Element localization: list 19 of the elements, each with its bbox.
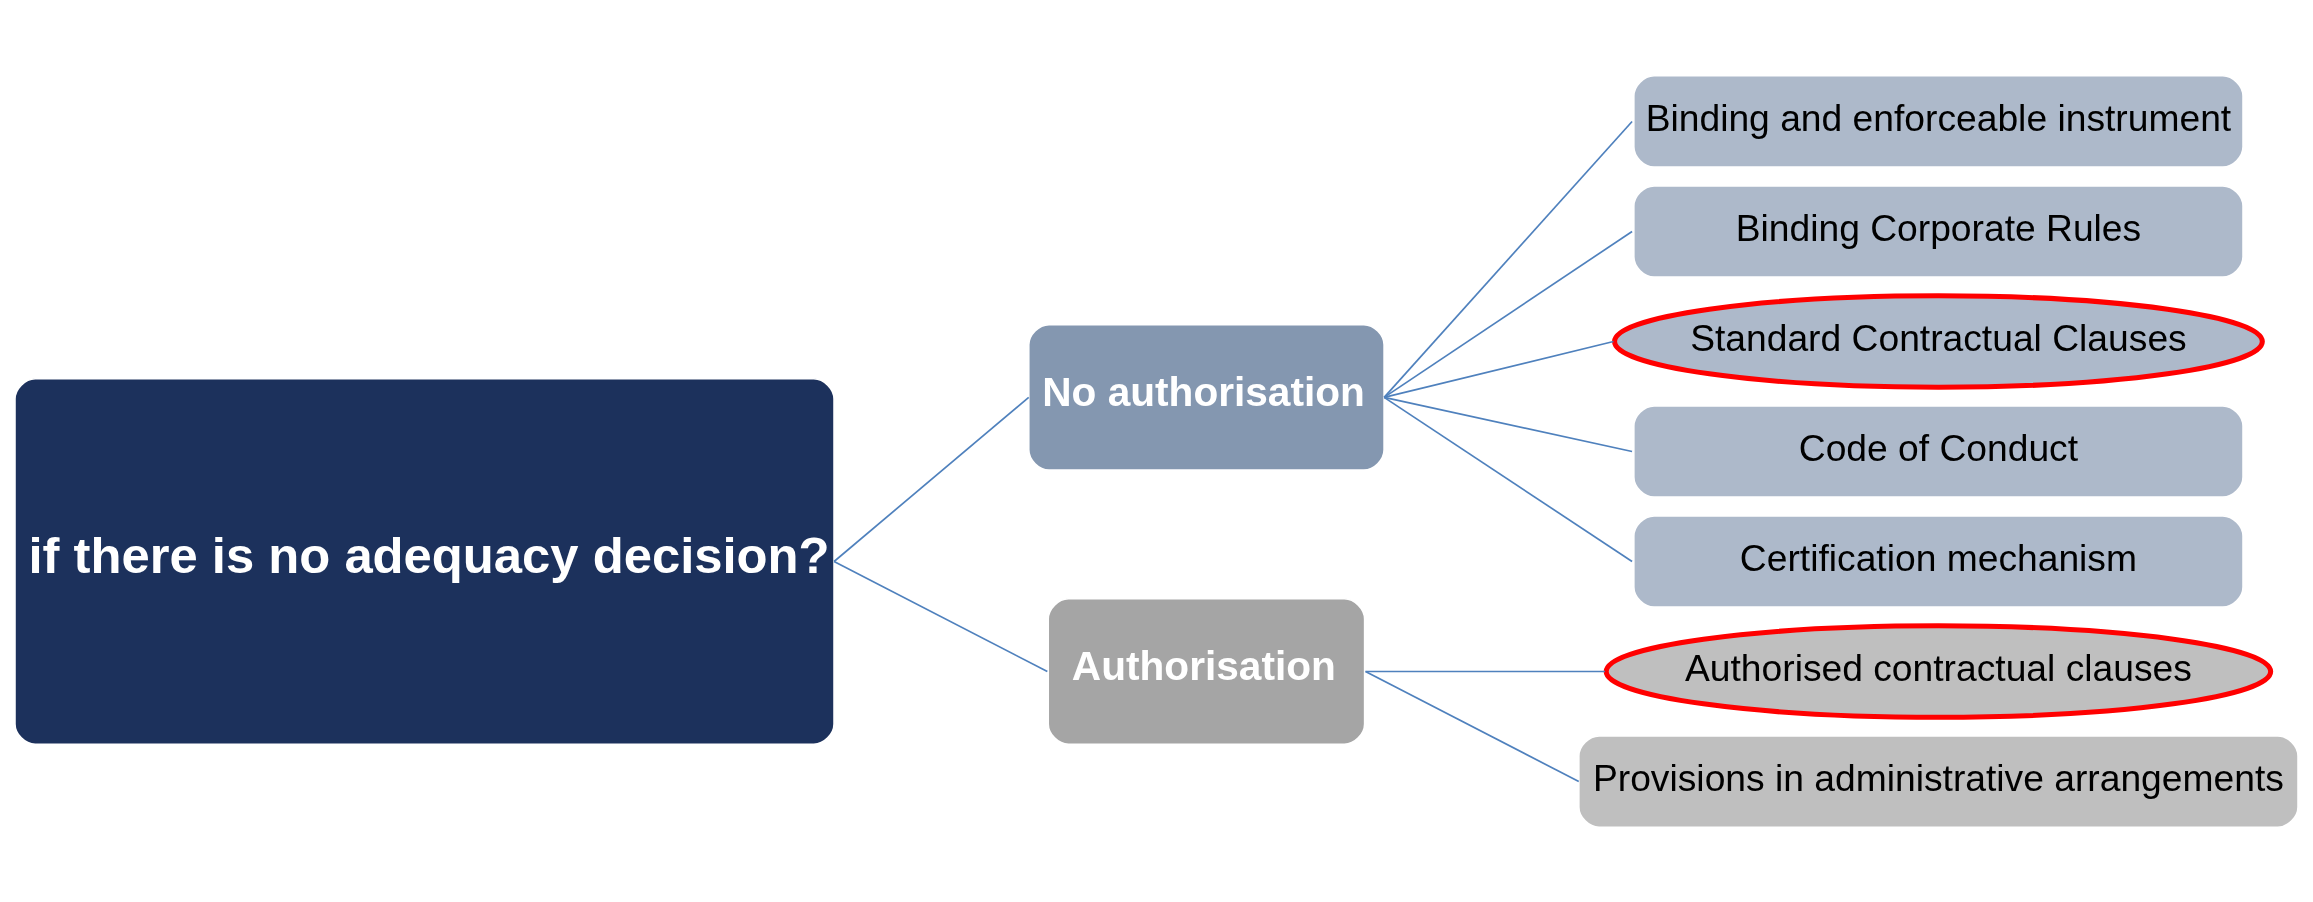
node-box: Certification mechanism [1632,514,2244,608]
connector [1383,340,1615,398]
connector [1383,120,1633,398]
node-ellipse: Authorised contractual clauses [1603,622,2274,720]
node-ellipse: Standard Contractual Clauses [1612,292,2265,390]
node-box: No authorisation [1027,323,1385,471]
connector [1364,670,1606,672]
node-box: Code of Conduct [1632,404,2244,498]
node-box: Authorisation [1047,597,1366,745]
node-box: Provisions in administrative arrangements [1577,734,2299,828]
connector [1383,396,1633,452]
connector [1383,230,1633,398]
connector [1364,670,1580,782]
connector [1383,396,1633,562]
connector [833,396,1030,562]
connector [833,560,1049,672]
node-box: Binding and enforceable instrument [1632,74,2244,168]
node-box: if there is no adequacy decision? [14,377,835,745]
node-box: Binding Corporate Rules [1632,184,2244,278]
